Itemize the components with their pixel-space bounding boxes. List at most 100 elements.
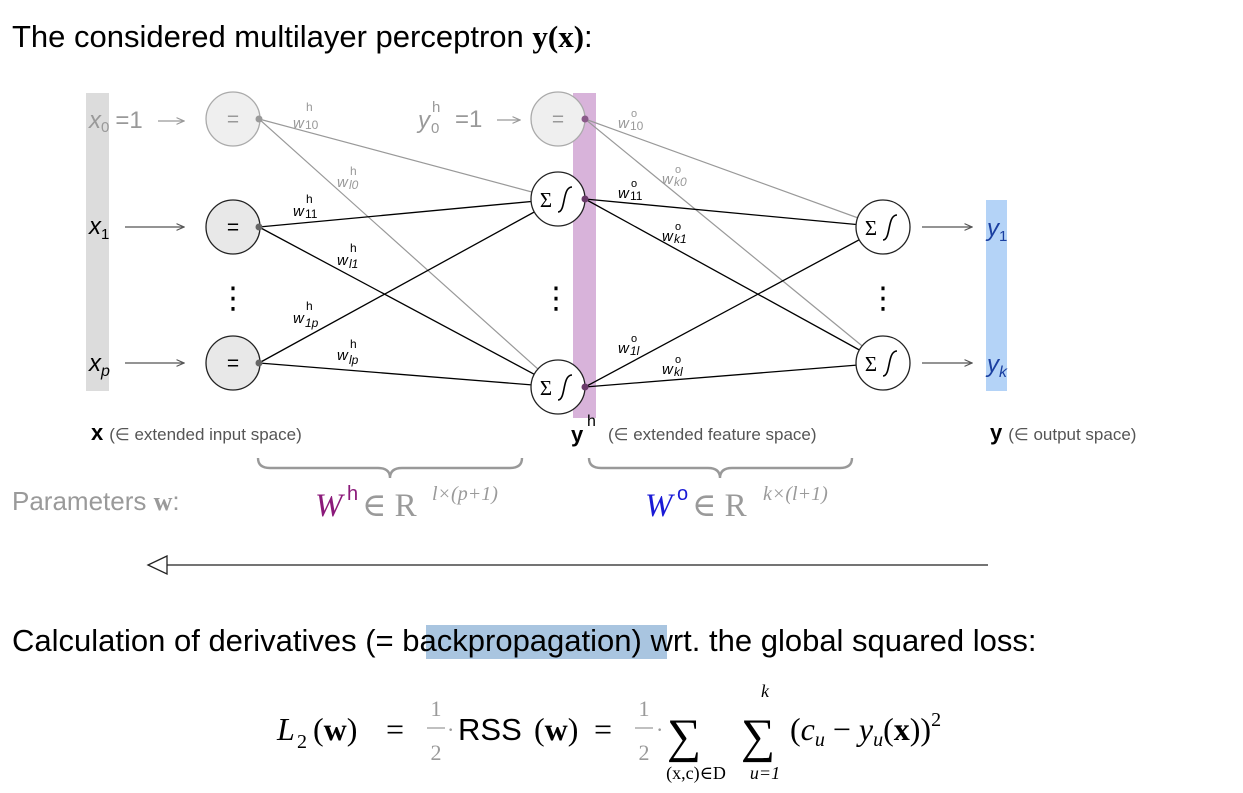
output-layer-bar xyxy=(986,200,1007,391)
svg-text:o: o xyxy=(631,178,637,190)
svg-text:=: = xyxy=(227,216,239,239)
parameters-label: Parameters w: xyxy=(12,486,180,516)
feature-space-label: y h (∈ extended feature space) xyxy=(571,413,817,447)
svg-text:o: o xyxy=(675,221,681,233)
svg-text:h: h xyxy=(347,483,358,505)
svg-text:11: 11 xyxy=(630,189,643,203)
svg-text:10: 10 xyxy=(305,118,319,132)
svg-text:∈ R: ∈ R xyxy=(692,488,747,524)
svg-text:w: w xyxy=(337,347,349,364)
svg-text:h: h xyxy=(587,413,596,430)
svg-text:kl: kl xyxy=(674,365,683,379)
output-ellipsis: ⋮ xyxy=(868,282,898,315)
svg-text:1l: 1l xyxy=(630,344,640,358)
hidden-ellipsis: ⋮ xyxy=(541,282,571,315)
svg-text:lp: lp xyxy=(349,353,359,367)
svg-text:w: w xyxy=(293,115,305,132)
svg-text:2: 2 xyxy=(639,740,650,765)
input-layer-bar xyxy=(86,93,109,391)
svg-text:Σ: Σ xyxy=(865,216,877,240)
svg-text:w: w xyxy=(337,252,349,269)
svg-text:h: h xyxy=(350,337,357,351)
svg-text:w: w xyxy=(618,185,630,202)
svg-text:2: 2 xyxy=(431,740,442,765)
svg-text:(w): (w) xyxy=(313,711,357,747)
hidden-weight-labels: w h 10 w h l0 w h 11 w h l1 w h 1p w h l… xyxy=(293,100,359,367)
svg-text:1p: 1p xyxy=(305,316,319,330)
svg-text:o: o xyxy=(631,108,637,120)
svg-text:o: o xyxy=(631,333,637,345)
svg-text:RSS: RSS xyxy=(458,712,522,747)
input-space-label: x(∈ extended input space) xyxy=(91,420,302,445)
svg-text:W: W xyxy=(645,488,675,524)
label-y0h: y h 0 =1 xyxy=(416,99,482,137)
svg-text:h: h xyxy=(350,164,357,178)
weight-label-wl1h: w h l1 xyxy=(337,241,358,271)
weight-label-w1ph: w h 1p xyxy=(293,299,319,330)
svg-text:o: o xyxy=(675,164,681,176)
input-node-1: = xyxy=(205,199,263,255)
weight-label-wl0h: w h l0 xyxy=(337,164,359,192)
svg-text:=: = xyxy=(227,108,239,131)
svg-text:w: w xyxy=(662,361,674,378)
brace-output-weights xyxy=(587,457,854,479)
svg-text:W: W xyxy=(315,488,345,524)
svg-text:(∈ extended feature space): (∈ extended feature space) xyxy=(608,425,817,444)
svg-text:w: w xyxy=(618,115,630,132)
label-xp: xp xyxy=(88,350,110,380)
svg-text:Σ: Σ xyxy=(540,188,552,212)
backprop-term: backpropagation xyxy=(402,623,631,658)
hidden-neuron-l: Σ xyxy=(530,359,589,415)
svg-text:o: o xyxy=(677,483,688,505)
svg-text:∑: ∑ xyxy=(667,710,701,763)
svg-text:h: h xyxy=(306,100,313,114)
weight-label-wk1o: w o k1 xyxy=(662,221,687,246)
svg-text:l0: l0 xyxy=(349,178,359,192)
input-node-p: = xyxy=(205,335,263,391)
weight-label-w10h: w h 10 xyxy=(293,100,319,132)
svg-text:(w): (w) xyxy=(534,711,578,747)
weight-label-wlph: w h lp xyxy=(337,337,359,367)
label-x1: x1 xyxy=(88,213,109,243)
weight-label-w10o: w o 10 xyxy=(618,108,644,133)
hidden-node-bias: = xyxy=(530,91,589,147)
output-neuron-k: Σ xyxy=(855,335,911,391)
svg-text:10: 10 xyxy=(630,119,644,133)
svg-text:h: h xyxy=(350,241,357,255)
svg-text:u=1: u=1 xyxy=(750,763,780,783)
svg-text:(cu − yu(x))2: (cu − yu(x))2 xyxy=(790,709,941,751)
svg-text:w: w xyxy=(337,174,349,191)
svg-text:Σ: Σ xyxy=(865,352,877,376)
page-heading: The considered multilayer perceptron y(x… xyxy=(12,19,593,54)
svg-text:w: w xyxy=(662,171,674,188)
svg-text:11: 11 xyxy=(305,207,318,221)
label-yk: yk xyxy=(985,351,1008,381)
svg-text:=: = xyxy=(594,711,612,747)
svg-text:y: y xyxy=(416,107,432,134)
svg-text:k0: k0 xyxy=(674,175,687,189)
svg-text:l1: l1 xyxy=(349,257,358,271)
hidden-weight-matrix: W h ∈ R l×(p+1) xyxy=(315,483,498,524)
output-weight-labels: w o 10 w o k0 w o 11 w o k1 w o 1l w o k… xyxy=(618,108,687,379)
svg-text:o: o xyxy=(675,354,681,366)
svg-text:2: 2 xyxy=(297,731,307,753)
svg-text:1: 1 xyxy=(431,696,442,721)
svg-text:1: 1 xyxy=(639,696,650,721)
svg-text:=1: =1 xyxy=(455,106,482,133)
svg-text:w: w xyxy=(662,228,674,245)
bias-edges xyxy=(258,118,884,388)
input-ellipsis: ⋮ xyxy=(218,282,248,315)
svg-text:y: y xyxy=(571,422,584,447)
svg-text:=: = xyxy=(552,108,564,131)
label-y1: y1 xyxy=(985,215,1007,245)
weight-label-w1lo: w o 1l xyxy=(618,333,640,358)
calc-sentence: Calculation of derivatives (= backpropag… xyxy=(12,623,1036,658)
weight-label-wk0o: w o k0 xyxy=(662,164,687,189)
loss-formula: L 2 (w) = 1 2 · RSS (w) = 1 2 · ∑ (x,c)∈… xyxy=(276,681,941,784)
brace-hidden-weights xyxy=(256,457,524,479)
svg-text:=: = xyxy=(386,711,404,747)
weight-label-w11o: w o 11 xyxy=(618,178,643,203)
svg-text:k: k xyxy=(761,681,770,701)
svg-text:l×(p+1): l×(p+1) xyxy=(432,483,498,505)
svg-text:∑: ∑ xyxy=(741,710,775,763)
